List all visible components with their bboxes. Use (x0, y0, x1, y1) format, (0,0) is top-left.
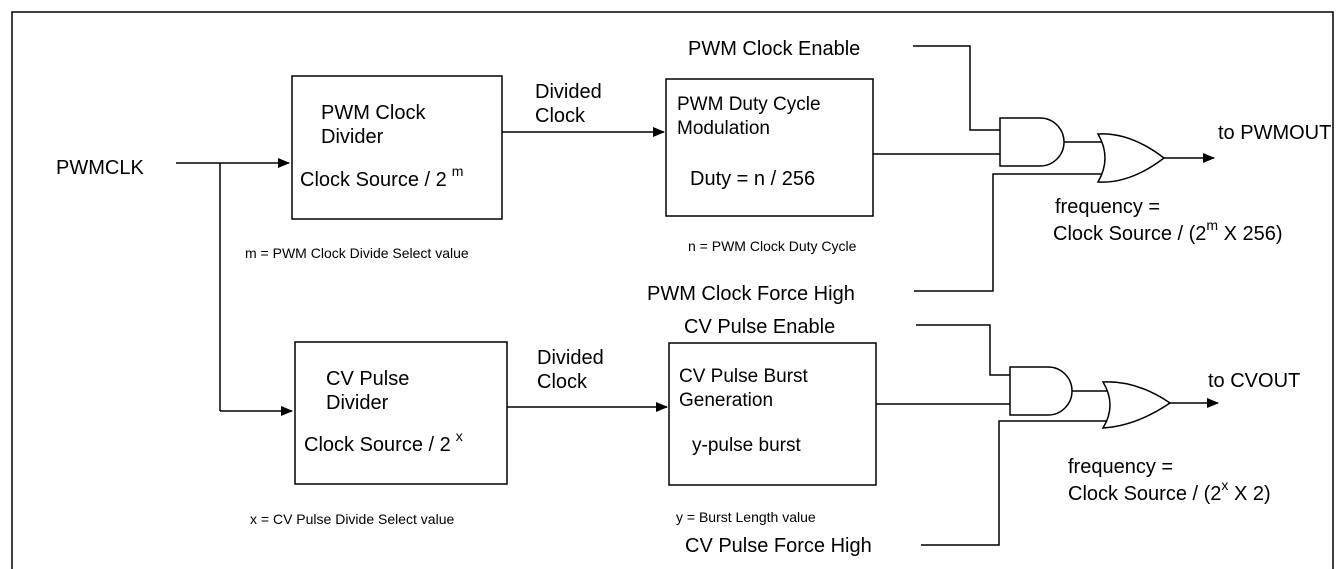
cv-divider-formula-exponent: x (456, 428, 463, 444)
pwm-divider-title-line2: Divider (321, 126, 384, 148)
cv-burst-note: y = Burst Length value (676, 509, 816, 525)
cv-divided-clock-line2: Clock (537, 371, 588, 393)
pwm-enable-wire (913, 45, 1000, 131)
cv-or-gate (1101, 381, 1172, 429)
pwm-clock-enable-label: PWM Clock Enable (688, 38, 860, 60)
pwm-divider-title-line1: PWM Clock (321, 102, 426, 124)
cv-enable-wire (916, 324, 1010, 376)
pwm-force-high-wire (914, 173, 1105, 292)
pwm-modulation-title-line1: PWM Duty Cycle (677, 94, 821, 115)
pwm-clock-divider-box (291, 75, 503, 220)
cv-frequency-exponent: x (1221, 477, 1228, 493)
cv-frequency-line2: Clock Source / (2x X 2) (1068, 477, 1271, 505)
pwm-duty-cycle-modulation-box (665, 78, 874, 217)
diagram-frame (11, 11, 1334, 569)
cv-burst-pulse-count: y-pulse burst (692, 435, 801, 456)
pwm-frequency-line1: frequency = (1055, 196, 1160, 218)
cv-pulse-burst-generation-box (668, 342, 877, 486)
pwm-frequency-exponent: m (1206, 217, 1218, 233)
cv-output-label: to CVOUT (1208, 370, 1300, 392)
pwm-modulation-duty: Duty = n / 256 (690, 168, 815, 190)
pwm-output-label: to PWMOUT (1218, 122, 1331, 144)
input-label-pwmclk: PWMCLK (56, 157, 144, 179)
cv-and-gate (1009, 366, 1073, 416)
cv-pulse-enable-label: CV Pulse Enable (684, 316, 835, 338)
cv-burst-title-line1: CV Pulse Burst (679, 366, 809, 387)
pwm-clock-force-high-label: PWM Clock Force High (647, 283, 855, 305)
cv-pulse-divider-box (294, 341, 508, 485)
pwm-divided-clock-line1: Divided (535, 81, 602, 103)
cv-divided-clock-line1: Divided (537, 347, 604, 369)
pwm-divider-formula-exponent: m (452, 163, 464, 179)
cv-pulse-force-high-label: CV Pulse Force High (685, 535, 872, 557)
cv-divider-title-line1: CV Pulse (326, 368, 409, 390)
cv-force-high-wire (921, 420, 1110, 546)
cv-divider-note: x = CV Pulse Divide Select value (250, 511, 454, 527)
pwm-frequency-line2: Clock Source / (2m X 256) (1053, 217, 1283, 245)
pwm-and-gate (999, 117, 1065, 167)
cv-frequency-line1: frequency = (1068, 456, 1173, 478)
cv-divider-title-line2: Divider (326, 392, 389, 414)
pwm-divider-note: m = PWM Clock Divide Select value (245, 245, 469, 261)
pwm-modulation-title-line2: Modulation (677, 118, 770, 139)
pwm-divided-clock-line2: Clock (535, 105, 586, 127)
cv-burst-title-line2: Generation (679, 390, 773, 411)
pwm-or-gate (1096, 133, 1166, 183)
pwm-modulation-note: n = PWM Clock Duty Cycle (688, 238, 857, 254)
